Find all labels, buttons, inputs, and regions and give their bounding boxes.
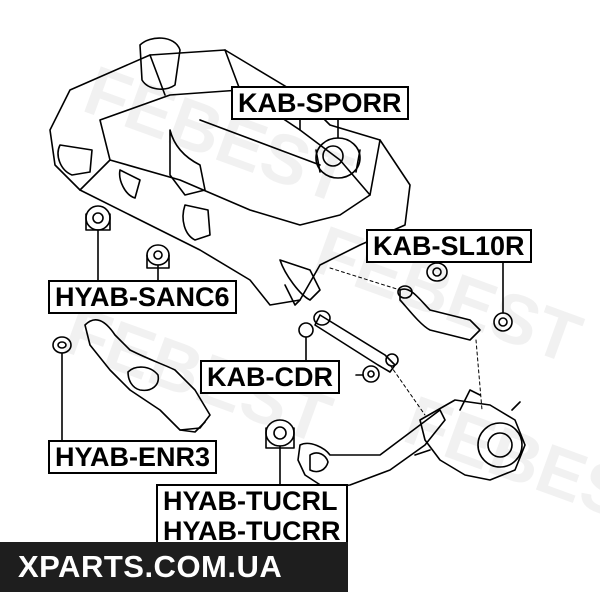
label-kab-cdr: KAB-CDR [200, 360, 340, 394]
trailing-arm [265, 409, 446, 489]
label-hyab-sanc6: HYAB-SANC6 [48, 280, 237, 314]
label-hyab-tucrl-text: HYAB-TUCRL [163, 486, 338, 516]
label-hyab-enr3: HYAB-ENR3 [48, 440, 218, 474]
label-kab-sl10r: KAB-SL10R [366, 229, 532, 263]
site-watermark-banner: XPARTS.COM.UA [0, 542, 348, 592]
label-kab-sporr: KAB-SPORR [231, 86, 409, 120]
lower-control-arm [52, 319, 211, 433]
label-hyab-tucrl: HYAB-TUCRL HYAB-TUCRR [156, 484, 348, 548]
label-hyab-tucrr-text: HYAB-TUCRR [163, 516, 341, 546]
knuckle-hub [414, 389, 526, 481]
site-watermark-text: XPARTS.COM.UA [18, 549, 283, 584]
upper-lateral-arm [397, 262, 513, 341]
